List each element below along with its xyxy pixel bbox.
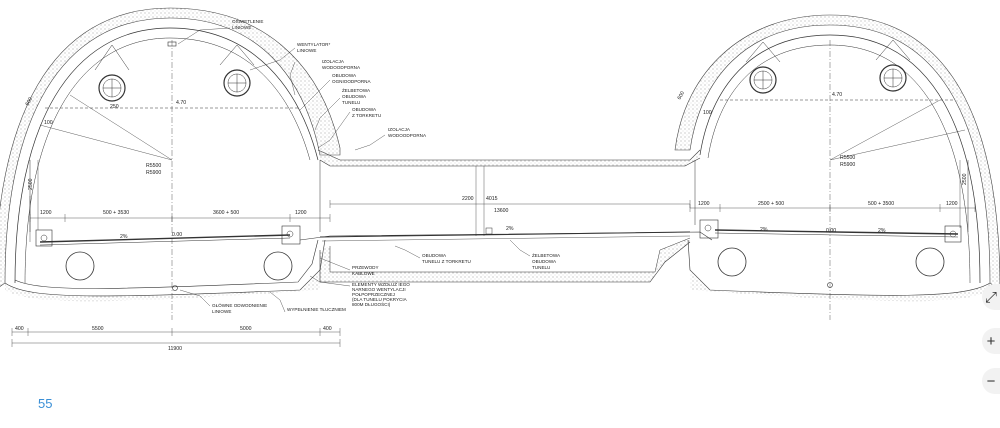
zero-right: 0.00 — [826, 228, 836, 234]
zoom-in-button[interactable]: + — [982, 328, 1000, 354]
right-fan-2 — [875, 39, 911, 92]
label-wypeln: WYPEŁNIENIE TŁUCZNIEM — [287, 307, 346, 312]
left-curb-left — [35, 229, 53, 247]
dim-2200: 2200 — [462, 196, 474, 202]
label-torkret-1: OBUDOWA — [352, 107, 377, 112]
label-zelb2-3: TUNELU — [532, 265, 550, 270]
expand-button[interactable]: ⤢ — [982, 284, 1000, 310]
slope-mid: 2% — [506, 226, 514, 232]
right-drain-pipe-1 — [717, 247, 747, 277]
label-przewody-1: PRZEWODY — [352, 265, 379, 270]
label-torkret-2: Z TORKRETU — [352, 113, 381, 118]
left-tunnel-invert — [4, 239, 326, 297]
right-curb-right — [944, 225, 962, 243]
label-zelb-1: ŻELBETOWA — [342, 87, 371, 93]
label-odwod-1: GŁÓWNE ODWODNIENIE — [212, 302, 267, 308]
left-light-fixture — [167, 41, 177, 47]
expand-icon: ⤢ — [984, 288, 997, 306]
page-number: 55 — [38, 396, 53, 411]
radius-left-b: R5900 — [146, 170, 161, 176]
dimension-texts: 1200 500 + 3530 3600 + 500 1200 2200 401… — [15, 90, 968, 352]
dim-2500a: 2500 — [28, 178, 34, 190]
label-fan-1: WENTYLATOR* — [297, 42, 330, 47]
dim-3600: 3600 + 500 — [213, 210, 239, 216]
dim-400b: 400 — [323, 326, 332, 332]
dim-1200c: 1200 — [698, 201, 710, 207]
dim-100b: 100 — [703, 110, 712, 116]
label-elementy-2: NARNEGO WENTYLACJI — [352, 287, 406, 292]
dim-100a: 100 — [44, 120, 53, 126]
label-elementy-1: ELEMENTY WZDŁUŻ IEGO — [352, 281, 410, 287]
label-obud-odp-1: OBUDOWA — [332, 73, 357, 78]
label-przewody-2: KABLOWE — [352, 271, 375, 276]
dim-2500b: 2500 — [962, 173, 968, 185]
label-elementy-5: 800M DŁUGOŚCI) — [352, 300, 391, 307]
dim-4015: 4015 — [486, 196, 498, 202]
left-drain-pipe-2 — [263, 251, 293, 281]
zoom-out-button[interactable]: − — [982, 368, 1000, 394]
label-obud-odp-2: OGNIOODPORNA — [332, 79, 371, 84]
dim-1200a: 1200 — [40, 210, 52, 216]
plus-icon: + — [986, 332, 996, 350]
label-light-2: LINIOWE — [232, 25, 251, 30]
left-drain-pipe-1 — [65, 251, 95, 281]
left-curb-right — [281, 225, 301, 245]
dim-470b: 4.70 — [832, 92, 842, 98]
radius-right-b: R5900 — [840, 162, 855, 168]
slope-right-a: 2% — [760, 227, 768, 233]
label-odwod-2: LINIOWE — [212, 309, 231, 314]
dim-600b: 600 — [677, 90, 687, 101]
label-elementy-4: (DLA TUNELU POKRYCIA — [352, 297, 408, 302]
dim-470: 4.70 — [176, 100, 186, 106]
right-fan-1 — [745, 41, 781, 94]
dim-11900: 11900 — [168, 346, 182, 352]
zero-left: 0.00 — [172, 232, 182, 238]
label-fan-2: LINIOWE — [297, 48, 316, 53]
slope-right-b: 2% — [878, 228, 886, 234]
right-drain-pipe-2 — [915, 247, 945, 277]
label-zelb-3: TUNELU — [342, 100, 360, 105]
left-fan-1 — [94, 44, 130, 102]
dim-1200d: 1200 — [946, 201, 958, 207]
label-zelb2-2: OBUDOWA — [532, 259, 557, 264]
slope-left: 2% — [120, 234, 128, 240]
label-izol2-1: IZOLACJA — [388, 127, 411, 132]
right-tunnel — [674, 14, 1000, 320]
right-tunnel-lining — [674, 14, 1000, 291]
dim-13600: 13600 — [494, 208, 509, 214]
label-elementy-3: POŁPOPRZECZNEJ — [352, 292, 395, 297]
connector-passage — [299, 149, 713, 283]
left-tunnel-lining — [0, 7, 341, 287]
dim-500: 500 + 3530 — [103, 210, 129, 216]
dim-1200b: 1200 — [295, 210, 307, 216]
dim-2500r: 2500 + 500 — [758, 201, 784, 207]
dim-400: 400 — [15, 326, 24, 332]
dim-5000: 5000 — [240, 326, 252, 332]
left-fan-2 — [219, 44, 255, 97]
dim-250: 250 — [110, 104, 119, 110]
label-izol1-2: WODOODPORNA — [322, 65, 361, 70]
label-obud-tork2-2: TUNELU Z TORKRETU — [422, 259, 471, 264]
label-zelb2-1: ŻELBETOWA — [532, 252, 561, 258]
label-obud-tork2-1: OBUDOWA — [422, 253, 447, 258]
label-zelb-2: OBUDOWA — [342, 94, 367, 99]
dimension-lines — [11, 27, 976, 347]
label-light-1: OŚWIETLENIE — [232, 17, 263, 24]
label-izol2-2: WODOODPORNA — [388, 133, 427, 138]
label-izol1-1: IZOLACJA — [322, 59, 345, 64]
radius-left-a: R5500 — [146, 163, 161, 169]
minus-icon: − — [986, 372, 996, 390]
right-curb-left — [699, 219, 719, 239]
dim-600a: 600 — [25, 96, 35, 107]
radius-right-a: R5500 — [840, 155, 855, 161]
left-tunnel — [0, 7, 341, 320]
dim-5500: 5500 — [92, 326, 104, 332]
annotation-labels: OŚWIETLENIE LINIOWE WENTYLATOR* LINIOWE … — [212, 17, 561, 314]
dim-500r: 500 + 3500 — [868, 201, 894, 207]
